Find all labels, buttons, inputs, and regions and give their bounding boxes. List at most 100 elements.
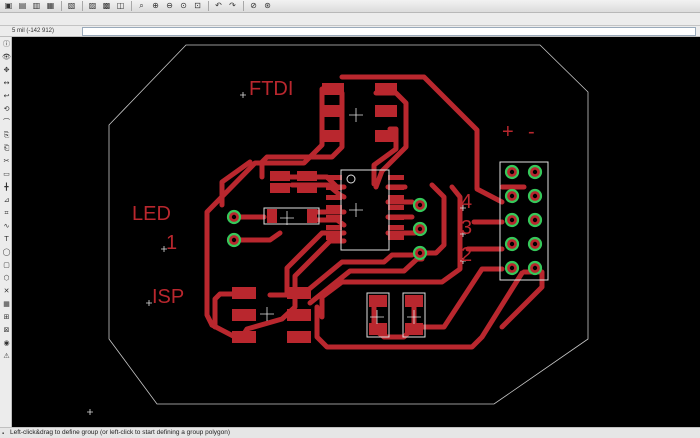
command-palette: ⓘ 👁 ✥ ↔ ↩ ⟲ ⌒ ⎘ ⎗ ✂ ▭ ╋ ⊿ ⌗ ∿ T ◯ ▢ ⬡ ✕ ▦ ⊞ ⊠ ◉ ⚠ <box>0 37 12 427</box>
origin-cross <box>260 307 274 321</box>
origin-cross <box>87 409 93 415</box>
pad-cap2-top <box>405 295 423 307</box>
palette-tool-20-icon[interactable]: ✕ <box>3 286 10 295</box>
pad-ic-r1 <box>388 175 404 180</box>
command-input[interactable] <box>82 27 696 36</box>
trace-led-2 <box>231 230 283 243</box>
pad-isp-2 <box>287 287 311 299</box>
palette-tool-16-icon[interactable]: T <box>4 234 9 243</box>
palette-tool-2-icon[interactable]: 👁 <box>2 52 11 61</box>
trace-left-loop <box>219 159 253 208</box>
main-toolbar: ▣ ▤ ▥ ▦ ▧ ▨ ▩ ◫ ⌕ ⊕ ⊖ ⊙ ⊡ ↶ ↷ ⊘ ⊛ <box>0 0 700 13</box>
toolbar-separator <box>243 1 244 11</box>
pad-ic-l4 <box>326 205 342 210</box>
cap2-outline <box>402 292 426 338</box>
status-info-icon: ▪ <box>2 431 5 437</box>
redo-icon[interactable]: ↷ <box>229 1 236 10</box>
pad-ic-r2 <box>388 185 404 190</box>
pad-ftdi-6 <box>375 130 397 142</box>
silkscreen <box>263 161 549 338</box>
palette-tool-22-icon[interactable]: ⊞ <box>3 312 10 321</box>
trace-header-4 <box>417 266 505 330</box>
pad-isp-4 <box>287 309 311 321</box>
pad-led-res-2 <box>307 209 317 223</box>
origin-cross <box>460 258 466 264</box>
palette-tool-1-icon[interactable]: ⓘ <box>3 39 10 48</box>
ulp-icon[interactable]: ▩ <box>102 1 111 10</box>
status-message: Left-click&drag to define group (or left… <box>10 429 231 436</box>
origin-cross <box>240 92 246 98</box>
palette-tool-8-icon[interactable]: ⎘ <box>3 130 10 139</box>
status-bar: ▪ Left-click&drag to define group (or le… <box>0 427 700 438</box>
palette-tool-15-icon[interactable]: ∿ <box>3 221 10 230</box>
header-pad-drill <box>509 169 515 175</box>
zoom-out-icon[interactable]: ⊖ <box>166 1 173 10</box>
header-pad-drill <box>532 217 538 223</box>
palette-tool-9-icon[interactable]: ⎗ <box>3 143 10 152</box>
palette-tool-11-icon[interactable]: ▭ <box>3 169 10 178</box>
board-icon[interactable]: ▧ <box>67 1 76 10</box>
trace-ic-to-isp-2 <box>239 238 347 340</box>
header-pad-drill <box>532 169 538 175</box>
palette-tool-17-icon[interactable]: ◯ <box>2 247 11 256</box>
open-icon[interactable]: ▣ <box>4 1 13 10</box>
origin-cross <box>146 300 152 306</box>
origin-cross <box>370 310 384 324</box>
command-row: 5 mil (-142 912) <box>0 26 700 37</box>
zoom-prev-icon[interactable]: ⊙ <box>180 1 187 10</box>
palette-tool-10-icon[interactable]: ✂ <box>3 156 10 165</box>
palette-tool-7-icon[interactable]: ⌒ <box>3 117 10 126</box>
ic-pin1-marker <box>346 174 356 184</box>
script-icon[interactable]: ◫ <box>116 1 125 10</box>
zoom-fit-icon[interactable]: ⌕ <box>139 1 144 10</box>
schematic-icon[interactable]: ▨ <box>88 1 97 10</box>
palette-tool-21-icon[interactable]: ▦ <box>3 299 10 308</box>
label-led: LED <box>132 203 171 225</box>
toolbar-separator <box>208 1 209 11</box>
label-isp: ISP <box>152 286 184 308</box>
palette-tool-18-icon[interactable]: ▢ <box>3 260 10 269</box>
cam-icon[interactable]: ▦ <box>46 1 55 10</box>
parameter-toolbar <box>0 13 700 26</box>
save-icon[interactable]: ▤ <box>18 1 27 10</box>
print-icon[interactable]: ▥ <box>32 1 41 10</box>
palette-tool-3-icon[interactable]: ✥ <box>3 65 10 74</box>
label-minus: - <box>528 121 535 143</box>
palette-tool-25-icon[interactable]: ⚠ <box>3 351 10 360</box>
board-canvas[interactable]: FTDI LED 1 ISP 4 3 2 + - <box>12 37 700 427</box>
toolbar-separator <box>82 1 83 11</box>
origin-cross <box>407 310 421 324</box>
palette-tool-24-icon[interactable]: ◉ <box>3 338 10 347</box>
palette-tool-4-icon[interactable]: ↔ <box>3 78 10 87</box>
pad-ic-l2 <box>326 185 342 190</box>
pad-isp-6 <box>287 331 311 343</box>
led-outline <box>263 207 320 225</box>
palette-tool-19-icon[interactable]: ⬡ <box>3 273 10 282</box>
origin-cross <box>280 211 294 225</box>
zoom-select-icon[interactable]: ⊡ <box>194 1 201 10</box>
palette-tool-5-icon[interactable]: ↩ <box>3 91 10 100</box>
label-plus: + <box>502 121 514 143</box>
palette-tool-6-icon[interactable]: ⟲ <box>3 104 10 113</box>
pad-ftdi-5 <box>322 130 344 142</box>
pad-ic-l7 <box>326 235 342 240</box>
trace-ftdi-inner <box>371 126 399 187</box>
pad-ftdi-3 <box>322 105 344 117</box>
pad-isp-5 <box>232 331 256 343</box>
palette-tool-23-icon[interactable]: ⊠ <box>3 325 10 334</box>
zoom-in-icon[interactable]: ⊕ <box>152 1 159 10</box>
undo-icon[interactable]: ↶ <box>215 1 222 10</box>
palette-tool-13-icon[interactable]: ⊿ <box>3 195 10 204</box>
origin-cross <box>349 108 363 122</box>
palette-tool-12-icon[interactable]: ╋ <box>4 182 9 191</box>
label-ftdi: FTDI <box>249 78 293 100</box>
label-two: 2 <box>461 244 472 266</box>
palette-tool-14-icon[interactable]: ⌗ <box>4 208 9 217</box>
pad-isp-3 <box>232 309 256 321</box>
trace-bottom-long <box>314 270 525 350</box>
trace-right-pads <box>417 182 447 256</box>
stop-icon[interactable]: ⊘ <box>250 1 257 10</box>
go-icon[interactable]: ⊛ <box>264 1 271 10</box>
pad-ic-r4 <box>388 205 404 210</box>
